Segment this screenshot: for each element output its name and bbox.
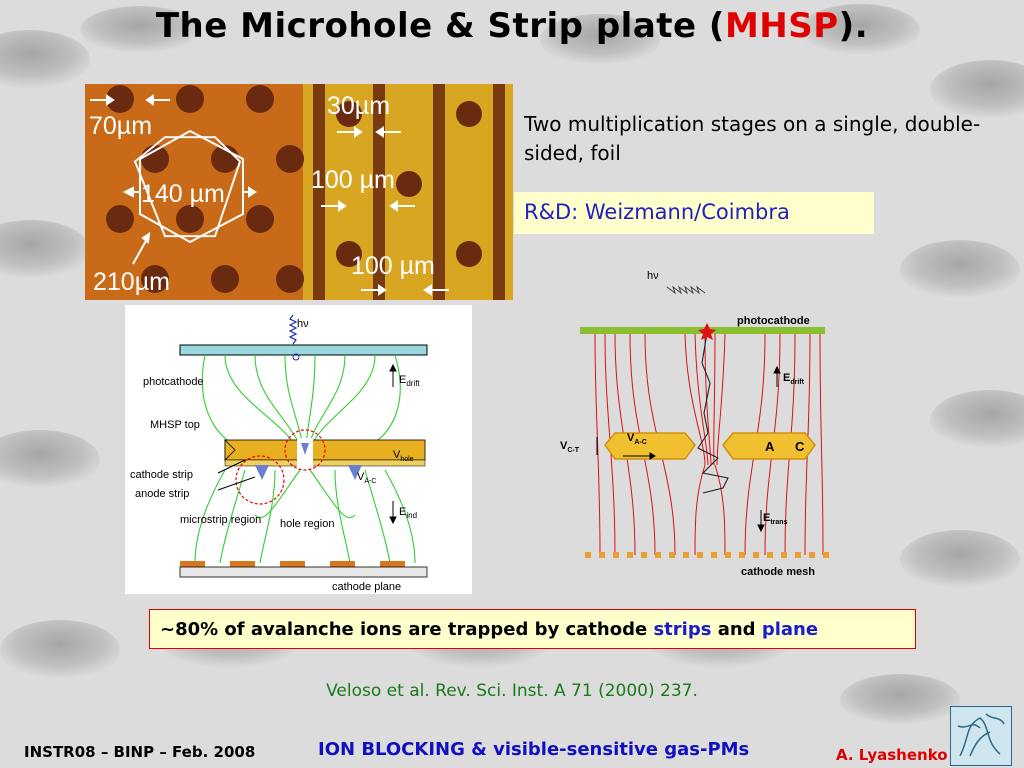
trap-prefix: ~80% of avalanche ions are trapped by ca… bbox=[160, 619, 654, 640]
footer-conference: INSTR08 – BINP – Feb. 2008 bbox=[24, 743, 256, 761]
left-cathode-strip-label: cathode strip bbox=[130, 469, 193, 481]
right-photocathode-label: photocathode bbox=[737, 315, 810, 327]
left-hv-label: hν bbox=[297, 318, 309, 330]
mhsp-field-schematic: hν photcathode MHSP top cathode strip an… bbox=[125, 305, 472, 594]
right-anode-label: A bbox=[765, 439, 775, 454]
trap-strips: strips bbox=[653, 619, 712, 640]
left-e-drift-label: Edrift bbox=[399, 374, 420, 388]
left-photocathode-label: photcathode bbox=[143, 376, 204, 388]
reference-citation: Veloso et al. Rev. Sci. Inst. A 71 (2000… bbox=[326, 681, 698, 701]
right-v-ac-label: VA-C bbox=[627, 432, 647, 446]
right-cathode-mesh-label: cathode mesh bbox=[741, 566, 815, 578]
label-210um: 210µm bbox=[93, 268, 170, 296]
left-e-ind-label: Eind bbox=[399, 506, 417, 520]
ion-trapping-box: ~80% of avalanche ions are trapped by ca… bbox=[149, 609, 916, 649]
label-100um-bottom: 100 µm bbox=[351, 252, 435, 280]
left-v-ac-label: VA-C bbox=[357, 471, 376, 485]
left-mhsp-top-label: MHSP top bbox=[150, 419, 200, 431]
left-hole-region-label: hole region bbox=[280, 518, 334, 530]
footer-author: A. Lyashenko bbox=[836, 746, 948, 764]
ion-trajectory-schematic: hν photocathode Edrift VC-T VA-C Etrans … bbox=[560, 270, 829, 578]
label-100um-top: 100 µm bbox=[311, 166, 395, 194]
left-v-hole-label: Vhole bbox=[393, 449, 414, 463]
right-e-trans-label: Etrans bbox=[763, 512, 788, 526]
label-140um: 140 µm bbox=[141, 180, 225, 208]
right-v-ct-label: VC-T bbox=[560, 440, 580, 454]
label-30um: 30µm bbox=[327, 92, 390, 120]
rnd-box: R&D: Weizmann/Coimbra bbox=[514, 192, 874, 234]
right-cathode-label: C bbox=[795, 439, 805, 454]
right-e-drift-label: Edrift bbox=[783, 372, 805, 386]
right-hv-label: hν bbox=[647, 270, 659, 282]
title-prefix: The Microhole & Strip plate ( bbox=[155, 6, 725, 46]
left-microstrip-region-label: microstrip region bbox=[180, 514, 261, 526]
institute-logo bbox=[950, 706, 1012, 766]
trap-and: and bbox=[711, 619, 762, 640]
left-anode-strip-label: anode strip bbox=[135, 488, 189, 500]
description-text: Two multiplication stages on a single, d… bbox=[524, 112, 981, 165]
mhsp-microscope-photo: 70µm 140 µm 210µm 30µm 100 µm 100 µm bbox=[85, 84, 513, 300]
trap-plane: plane bbox=[761, 619, 819, 640]
title-accent: MHSP bbox=[724, 6, 839, 46]
title-suffix: ). bbox=[838, 6, 869, 46]
label-70um: 70µm bbox=[89, 112, 152, 140]
slide-title: The Microhole & Strip plate (MHSP). bbox=[0, 6, 1024, 46]
left-cathode-plane-label: cathode plane bbox=[332, 581, 401, 593]
footer-topic: ION BLOCKING & visible-sensitive gas-PMs bbox=[318, 739, 750, 760]
